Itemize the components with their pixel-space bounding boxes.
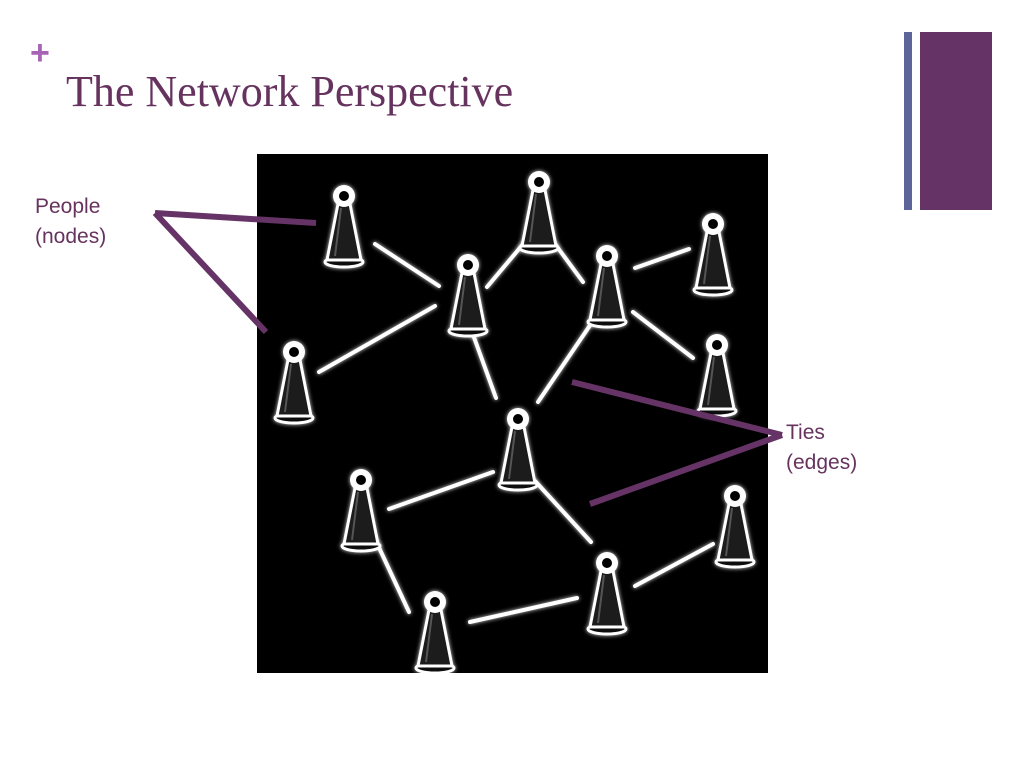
pawn-icon — [414, 589, 456, 673]
people-callout-line1: People — [35, 195, 101, 218]
pawn-icon — [497, 406, 539, 492]
pawn-icon — [323, 183, 365, 269]
ties-callout: Ties (edges) — [786, 418, 857, 478]
ties-callout-line1: Ties — [786, 421, 825, 444]
edge — [387, 470, 495, 511]
pawn-icon — [273, 339, 315, 425]
slide-plus-marker: + — [30, 34, 50, 72]
edge — [373, 242, 441, 288]
pawn-icon — [586, 550, 628, 636]
edge — [633, 542, 715, 588]
network-edges — [317, 241, 715, 624]
edge — [533, 479, 593, 544]
edge — [536, 316, 597, 404]
network-diagram-svg — [273, 169, 756, 673]
slide-title: The Network Perspective — [66, 67, 514, 116]
pawn-icon — [340, 467, 382, 553]
pawn-icon — [447, 252, 489, 338]
ties-callout-line2: (edges) — [786, 451, 858, 474]
network-diagram-image — [257, 154, 768, 673]
decorative-thin-bar — [904, 32, 912, 210]
edge — [373, 537, 411, 614]
edge — [633, 247, 691, 270]
edge — [468, 596, 579, 624]
pawn-icon — [586, 243, 628, 329]
people-pointer-line — [152, 210, 269, 335]
pawn-icon — [714, 483, 756, 569]
network-nodes — [273, 169, 756, 673]
edge — [317, 304, 437, 374]
edge — [485, 241, 526, 289]
pawn-icon — [518, 169, 560, 255]
decorative-thick-bar — [920, 32, 992, 210]
edge — [553, 242, 585, 284]
pawn-icon — [696, 332, 738, 418]
pawn-icon — [692, 211, 734, 297]
people-callout: People (nodes) — [35, 192, 106, 252]
people-callout-line2: (nodes) — [35, 225, 107, 248]
edge — [469, 327, 498, 400]
edge — [631, 310, 695, 360]
